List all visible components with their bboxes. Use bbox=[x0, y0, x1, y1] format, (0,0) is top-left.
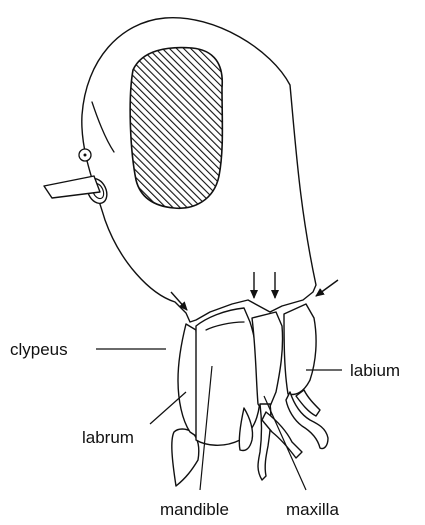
labium-label: labium bbox=[350, 361, 400, 380]
compound-eye bbox=[130, 48, 222, 209]
clypeus-lobe bbox=[178, 324, 198, 436]
maxilla-label: maxilla bbox=[286, 500, 339, 519]
arrow-icon bbox=[316, 280, 338, 296]
ocellus-center bbox=[84, 154, 87, 157]
labrum-label: labrum bbox=[82, 428, 134, 447]
labium-mentum bbox=[284, 304, 316, 394]
clypeus-label: clypeus bbox=[10, 340, 68, 359]
labrum-shape bbox=[172, 429, 199, 486]
mandible-label: mandible bbox=[160, 500, 229, 519]
